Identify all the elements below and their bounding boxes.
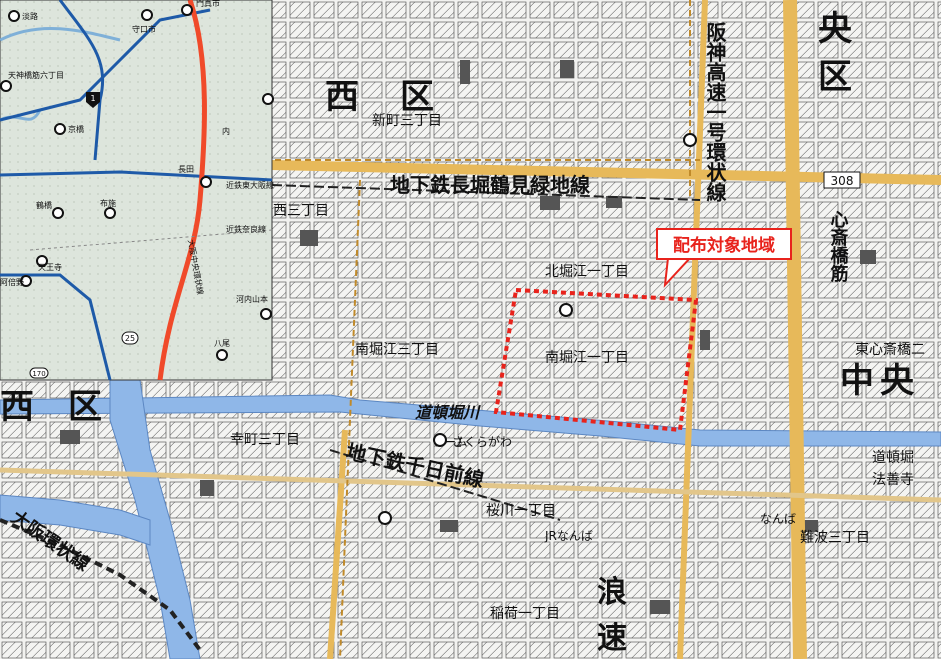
station-namba: なんば [760,512,796,526]
inset-route-shields: 1 25 170 [29,92,139,379]
station-sakuragawa: さくらがわ [452,434,512,449]
inset-place-nagata: 長田 [178,165,194,174]
svg-text:25: 25 [125,334,135,343]
district-minamihorie3: 南堀江三丁目 [355,342,439,358]
inset-place-tenjinbashi: 天神橋筋六丁目 [8,70,64,80]
ward-label-nishi-4: 区 [68,387,102,427]
label-shinsaibashi-suji: 心斎橋筋 [828,210,849,283]
ward-label-chuo-2: 区 [818,57,852,97]
inset-place-kawachi: 河内山本 [236,294,268,304]
ward-label-chuo-1: 央 [818,9,853,49]
district-inari: 稲荷一丁目 [490,606,560,622]
label-nagahori-line: 地下鉄長堀鶴見緑地線 [390,173,590,197]
station-markers [378,133,697,525]
ward-boundaries [275,0,700,659]
district-higashishinsaibashi: 東心斎橋二 [855,341,925,358]
inset-line-kintetsu-nara: 近鉄奈良線 [226,224,266,234]
target-area-outline [493,287,699,433]
inset-map: 淡路 守口市 門真市 天神橋筋六丁目 京橋 長田 鶴橋 布施 天王寺 阿倍野 河… [0,0,274,381]
inset-place-kadoma: 門真市 [196,0,220,8]
inset-place-abeno: 阿倍野 [0,277,24,287]
route-shield-308: 308 [823,171,861,189]
district-sakuragawa1: 桜川一丁目 [486,503,556,519]
ward-label-chuo-3: 中 [840,361,874,401]
ward-label-naniwa-1: 浪 [597,575,627,610]
district-minamihorie1: 南堀江一丁目 [545,350,629,366]
label-dotonbori-river: 道頓堀川 [415,403,481,422]
buildings [60,60,876,614]
ward-label-chuo-4: 央 [880,361,915,401]
district-hozenji: 法善寺 [872,472,914,488]
svg-text:1: 1 [90,94,95,103]
osaka-loop-line [0,518,202,652]
ward-label-nishi-3: 西 [0,387,34,427]
district-nishi-sanchome: 西三丁目 [273,203,329,219]
ward-label-nishi-1: 西 [325,77,359,117]
inset-place-tennoji: 天王寺 [38,263,62,272]
district-dotonbori: 道頓堀 [872,450,914,466]
district-namba3: 難波三丁目 [800,530,870,546]
callout-label: 配布対象地域 [673,235,775,256]
dotonbori-river [0,394,941,447]
district-saiwaicho3: 幸町三丁目 [230,432,300,448]
target-area-callout: 配布対象地域 [656,228,792,288]
inset-place-awaji: 淡路 [22,11,38,21]
ward-label-nishi-2: 区 [400,77,434,117]
inset-place-tsuruhashi: 鶴橋 [36,200,52,210]
inset-place-yao: 八尾 [214,339,230,348]
svg-text:308: 308 [831,174,854,188]
svg-text:170: 170 [32,370,45,378]
district-kitahorie1: 北堀江一丁目 [545,264,629,280]
inset-place-kyobashi: 京橋 [68,124,84,134]
river-branch [0,494,151,546]
station-jr-namba: JRなんば [544,529,593,543]
inset-line-kintetsu-higashi: 近鉄東大阪線 [226,180,274,190]
subway-lines [271,184,701,521]
label-hanshin-expressway: 阪神高速一号環状線 [703,21,727,202]
inset-place-uchi: 内 [222,126,230,136]
district-shinmachi3: 新町三丁目 [372,113,442,129]
ward-label-naniwa-2: 速 [597,621,627,656]
inset-place-fuse: 布施 [100,198,116,208]
inset-place-moriguchi: 守口市 [132,24,156,34]
